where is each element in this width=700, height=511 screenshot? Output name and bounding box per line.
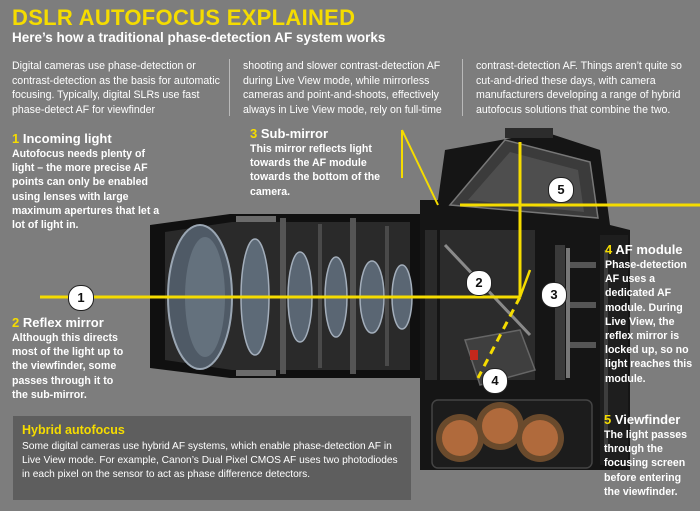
column-divider	[462, 59, 463, 116]
badge-4: 4	[482, 368, 508, 394]
intro-column-2: shooting and slower contrast-detection A…	[243, 60, 442, 116]
badge-5: 5	[548, 177, 574, 203]
callout-body: This mirror reflects light towards the A…	[250, 143, 381, 198]
badge-2: 2	[466, 270, 492, 296]
callout-title: AF module	[615, 242, 683, 257]
callout-reflex-mirror: 2 Reflex mirror Although this directs mo…	[12, 315, 130, 402]
light-path	[518, 269, 532, 298]
callout-body: Although this directs most of the light …	[12, 332, 124, 401]
badge-3: 3	[541, 282, 567, 308]
callout-incoming-light: 1 Incoming light Autofocus needs plenty …	[12, 131, 167, 232]
af-module	[464, 329, 536, 386]
page-subtitle: Here’s how a traditional phase-detection…	[12, 30, 386, 45]
badge-1: 1	[68, 285, 94, 311]
light-path	[401, 129, 439, 206]
callout-number: 5	[604, 412, 612, 427]
callout-viewfinder: 5 Viewfinder The light passes through th…	[604, 412, 698, 499]
page-title: DSLR AUTOFOCUS EXPLAINED	[12, 5, 356, 30]
light-path	[40, 142, 700, 379]
callout-body: The light passes through the focusing sc…	[604, 429, 688, 498]
hybrid-body: Some digital cameras use hybrid AF syste…	[22, 441, 398, 480]
battery-cells	[436, 402, 564, 462]
callout-af-module: 4 AF module Phase-detection AF uses a de…	[605, 242, 697, 386]
hybrid-title: Hybrid autofocus	[22, 423, 125, 437]
intro-column-3: contrast-detection AF. Things aren’t qui…	[476, 60, 682, 116]
column-divider	[229, 59, 230, 116]
callout-number: 2	[12, 315, 20, 330]
callout-title: Sub-mirror	[260, 126, 329, 141]
callout-title: Viewfinder	[614, 412, 681, 427]
hybrid-autofocus-panel: Hybrid autofocus Some digital cameras us…	[13, 416, 411, 500]
callout-body: Autofocus needs plenty of light – the mo…	[12, 148, 160, 232]
callout-body: Phase-detection AF uses a dedicated AF m…	[605, 259, 693, 385]
callout-number: 4	[605, 242, 613, 257]
callout-sub-mirror: 3 Sub-mirror This mirror reflects light …	[250, 126, 400, 199]
intro-column-1: Digital cameras use phase-detection or c…	[12, 60, 220, 116]
callout-title: Incoming light	[22, 131, 112, 146]
callout-number: 1	[12, 131, 20, 146]
callout-number: 3	[250, 126, 258, 141]
callout-title: Reflex mirror	[22, 315, 104, 330]
